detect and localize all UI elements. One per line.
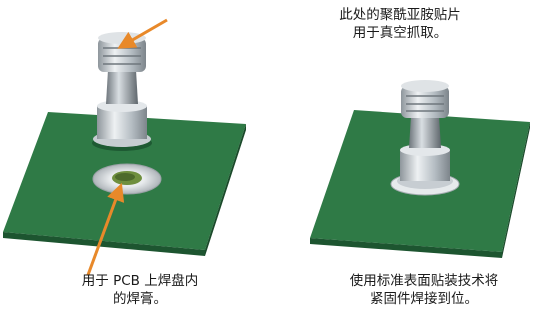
left-fastener-neck [106,70,138,104]
arrow-to-paste [86,182,125,276]
right-fastener-slots [406,95,444,112]
callout-top-line1: 此处的聚酰亚胺贴片 [339,7,461,23]
left-board-side [3,232,205,256]
callout-top-line2: 用于真空抓取。 [352,25,448,41]
right-fastener-head [401,86,449,118]
callout-left-line1: 用于 PCB 上焊盘内 [81,273,199,289]
callout-top-text: 此处的聚酰亚胺贴片 用于真空抓取。 [300,6,500,42]
right-board-side [310,238,502,258]
right-fastener-top-cap [401,80,449,92]
left-board-right-side [205,124,246,256]
right-fastener [390,80,460,196]
callout-right-line1: 使用标准表面贴装技术将 [349,273,499,289]
right-board-right-side [502,122,530,258]
right-fastener-neck [409,116,441,148]
callout-left-text: 用于 PCB 上焊盘内 的焊膏。 [30,272,250,308]
callout-right-text: 使用标准表面贴装技术将 紧固件焊接到位。 [313,272,535,308]
left-pad [92,163,162,195]
paste-hole-shadow [115,173,135,181]
callout-left-line2: 的焊膏。 [113,291,167,307]
arrow-to-patch [117,18,168,49]
callout-right-line2: 紧固件焊接到位。 [370,291,478,307]
left-fastener [92,32,152,151]
